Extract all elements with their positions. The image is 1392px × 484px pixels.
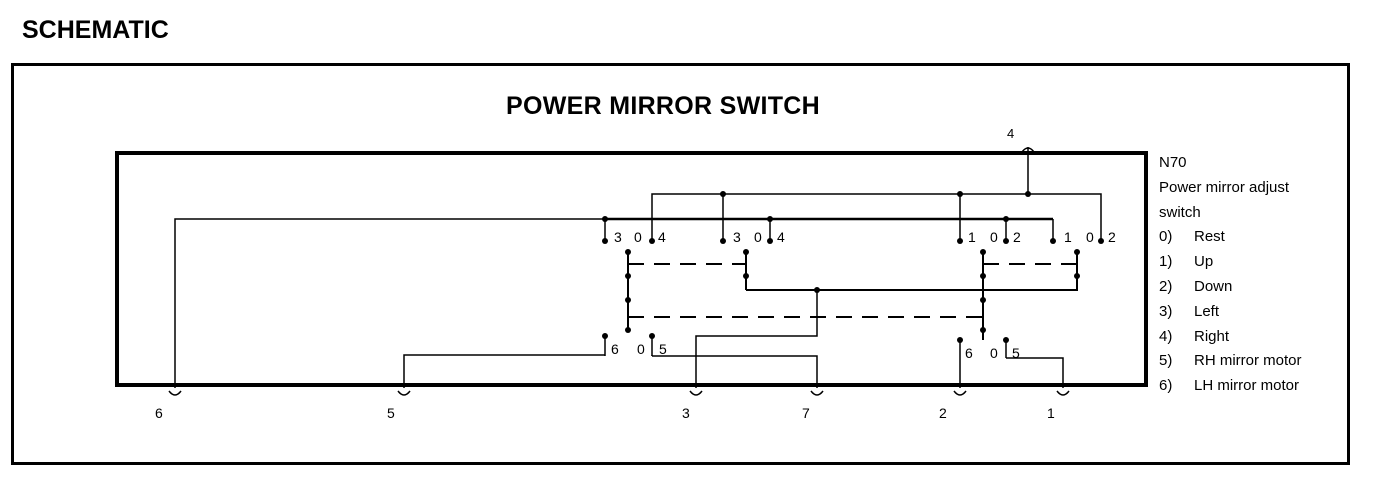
pin-1: 1: [1047, 405, 1055, 421]
pos-e-2: 0: [637, 341, 645, 357]
pos-e-1: 6: [611, 341, 619, 357]
pos-d-3: 2: [1108, 229, 1116, 245]
pos-b-3: 4: [777, 229, 785, 245]
legend-label: Down: [1194, 277, 1233, 295]
legend-key: 1): [1159, 253, 1173, 271]
connector-4-label: 4: [1007, 126, 1014, 141]
page-heading: SCHEMATIC: [22, 16, 169, 44]
diagram-title: POWER MIRROR SWITCH: [506, 92, 821, 120]
legend-item: 5) RH mirror motor: [1159, 349, 1302, 374]
connector-4: [1021, 147, 1035, 196]
legend-label: Rest: [1194, 228, 1225, 246]
pos-a-3: 4: [658, 229, 666, 245]
legend-item: 4) Right: [1159, 325, 1302, 350]
legend: N70 Power mirror adjust switch 0) Rest 1…: [1159, 151, 1302, 399]
legend-key: 6): [1159, 377, 1173, 395]
pos-e-3: 5: [659, 341, 667, 357]
schematic-frame: [11, 63, 1350, 465]
pos-c-3: 2: [1013, 229, 1021, 245]
legend-item: 2) Down: [1159, 275, 1302, 300]
legend-key: 4): [1159, 327, 1173, 345]
pos-c-2: 0: [990, 229, 998, 245]
switch-a-wiper: [627, 252, 1078, 340]
pin-2: 2: [939, 405, 947, 421]
output-wires: [403, 290, 1064, 388]
legend-label: LH mirror motor: [1194, 377, 1300, 395]
junction-dots: [602, 191, 1104, 343]
legend-label: RH mirror motor: [1194, 352, 1302, 370]
pos-a-1: 3: [614, 229, 622, 245]
pos-a-2: 0: [634, 229, 642, 245]
linkages: [628, 263, 1077, 318]
pos-f-1: 6: [965, 345, 973, 361]
legend-component-name-2: switch: [1159, 203, 1201, 221]
legend-key: 5): [1159, 352, 1173, 370]
legend-item: 3) Left: [1159, 300, 1302, 325]
pos-f-3: 5: [1012, 345, 1020, 361]
pos-b-2: 0: [754, 229, 762, 245]
legend-key: 0): [1159, 228, 1173, 246]
pos-b-1: 3: [733, 229, 741, 245]
legend-item: 6) LH mirror motor: [1159, 374, 1302, 399]
pin-6: 6: [155, 405, 163, 421]
legend-label: Right: [1194, 327, 1230, 345]
switch-housing: [115, 151, 1148, 387]
legend-item: 1) Up: [1159, 250, 1302, 275]
pin-5: 5: [387, 405, 395, 421]
legend-label: Left: [1194, 302, 1220, 320]
legend-component-id: N70: [1159, 154, 1187, 171]
pos-f-2: 0: [990, 345, 998, 361]
legend-item: 0) Rest: [1159, 225, 1302, 250]
pos-d-1: 1: [1064, 229, 1072, 245]
bus-wires: [174, 193, 1102, 388]
pos-d-2: 0: [1086, 229, 1094, 245]
switch-labels-lower: 6 0 5 6 0 5: [611, 341, 1020, 361]
legend-label: Up: [1194, 253, 1214, 271]
switch-labels-upper: 3 0 4 3 0 4 1 0 2 1 0 2: [614, 229, 1116, 245]
pin-7: 7: [802, 405, 810, 421]
pos-c-1: 1: [968, 229, 976, 245]
legend-component-name-1: Power mirror adjust: [1159, 178, 1290, 196]
legend-key: 2): [1159, 277, 1173, 295]
legend-key: 3): [1159, 302, 1173, 320]
pin-labels: 6 5 3 7 2 1: [155, 405, 1055, 421]
bottom-connectors: [168, 390, 1070, 396]
pin-3: 3: [682, 405, 690, 421]
